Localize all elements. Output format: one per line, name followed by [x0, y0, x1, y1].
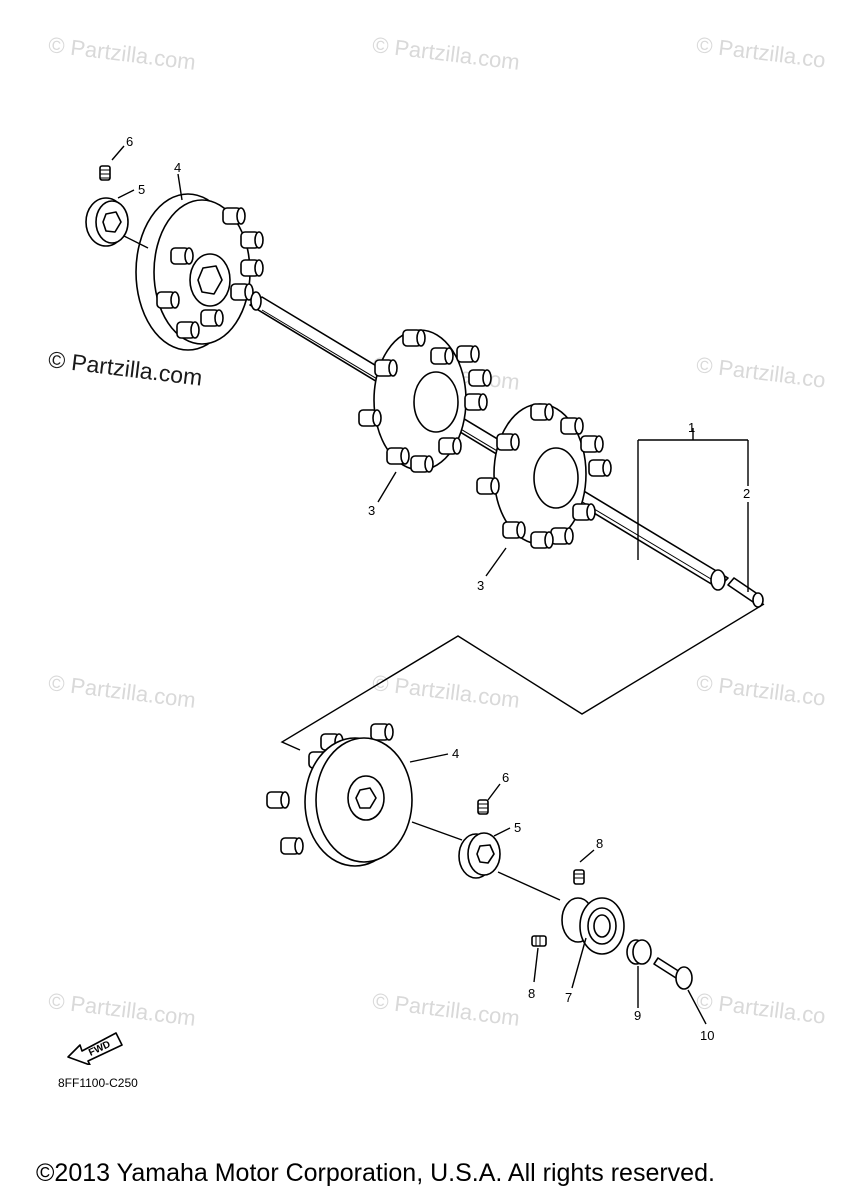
callout-6: 6 — [502, 770, 509, 785]
drive-sprocket-left — [135, 193, 264, 351]
callout-1: 1 — [688, 420, 695, 435]
set-screw-lower — [477, 799, 489, 815]
callout-9: 9 — [634, 1008, 641, 1023]
callout-7: 7 — [565, 990, 572, 1005]
forward-direction-arrow: FWD — [66, 1025, 126, 1070]
set-screw-bearing-side — [531, 935, 547, 947]
nut — [626, 939, 652, 965]
shaft-pin — [727, 577, 764, 608]
callout-10: 10 — [700, 1028, 714, 1043]
collar-lower — [458, 832, 501, 879]
set-screw-bearing-top — [573, 869, 585, 885]
callout-6: 6 — [126, 134, 133, 149]
bolt — [653, 957, 693, 990]
callout-4: 4 — [452, 746, 459, 761]
callout-5: 5 — [514, 820, 521, 835]
callout-8: 8 — [528, 986, 535, 1001]
set-screw-upper — [99, 165, 111, 181]
callout-3: 3 — [477, 578, 484, 593]
callout-bracket — [637, 428, 749, 592]
callout-5: 5 — [138, 182, 145, 197]
copyright-notice: ©2013 Yamaha Motor Corporation, U.S.A. A… — [36, 1159, 715, 1187]
collar-upper — [85, 197, 129, 247]
drive-sprocket-right — [266, 723, 413, 867]
callout-2: 2 — [743, 486, 750, 501]
center-sprocket-1 — [358, 329, 492, 473]
callout-8: 8 — [596, 836, 603, 851]
diagram-code: 8FF1100-C250 — [58, 1076, 138, 1090]
leader-lines — [111, 145, 707, 1025]
center-sprocket-2 — [476, 403, 612, 549]
assembly-connector-line — [280, 603, 765, 751]
bearing — [561, 897, 625, 955]
callout-4: 4 — [174, 160, 181, 175]
fwd-arrow-icon: FWD — [67, 1032, 123, 1066]
callout-3: 3 — [368, 503, 375, 518]
drive-shaft — [249, 291, 729, 591]
